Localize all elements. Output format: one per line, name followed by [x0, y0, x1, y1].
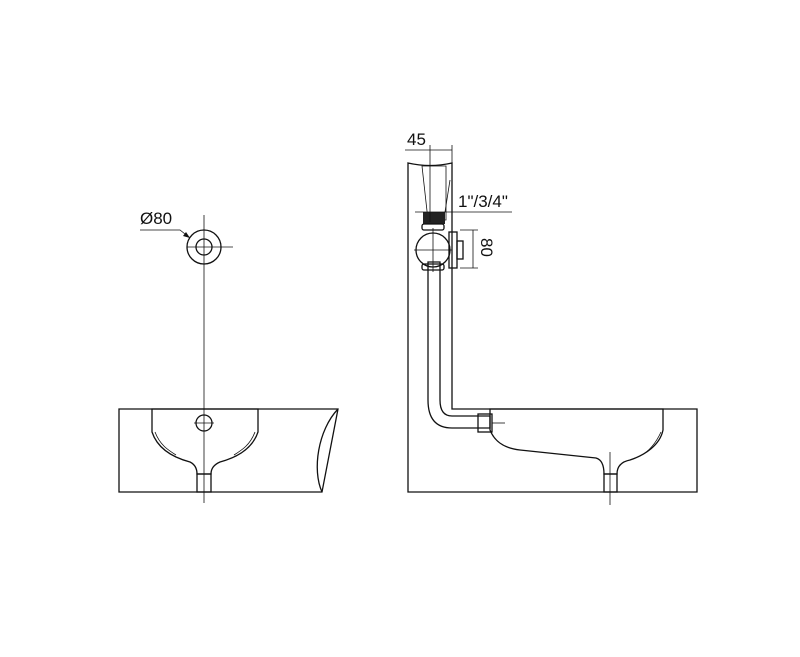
wall-offset-label: 45	[407, 130, 426, 149]
valve-button	[456, 240, 464, 260]
front-view: Ø80	[118, 209, 339, 503]
bowl-lip-side	[639, 431, 662, 457]
thread-taper-line	[444, 179, 451, 213]
bowl-lip-right	[233, 431, 256, 456]
urinal-bowl-front	[151, 408, 259, 475]
drain-pipe-side	[603, 473, 618, 493]
thread-label: 1"/3/4"	[458, 192, 508, 211]
side-view: 80 45 1"/3/4"	[405, 130, 698, 505]
diameter-label: Ø80	[140, 209, 172, 228]
urinal-bowl-side	[489, 408, 664, 475]
thread-fitting	[423, 212, 445, 224]
height-label: 80	[477, 238, 496, 257]
leader-arrow	[183, 232, 190, 238]
wall-and-floor-slab	[407, 162, 698, 493]
diameter-leader	[140, 229, 191, 239]
slab-edge-curve	[316, 408, 339, 493]
bowl-lip-left	[154, 431, 177, 456]
supply-pipe	[427, 261, 491, 429]
